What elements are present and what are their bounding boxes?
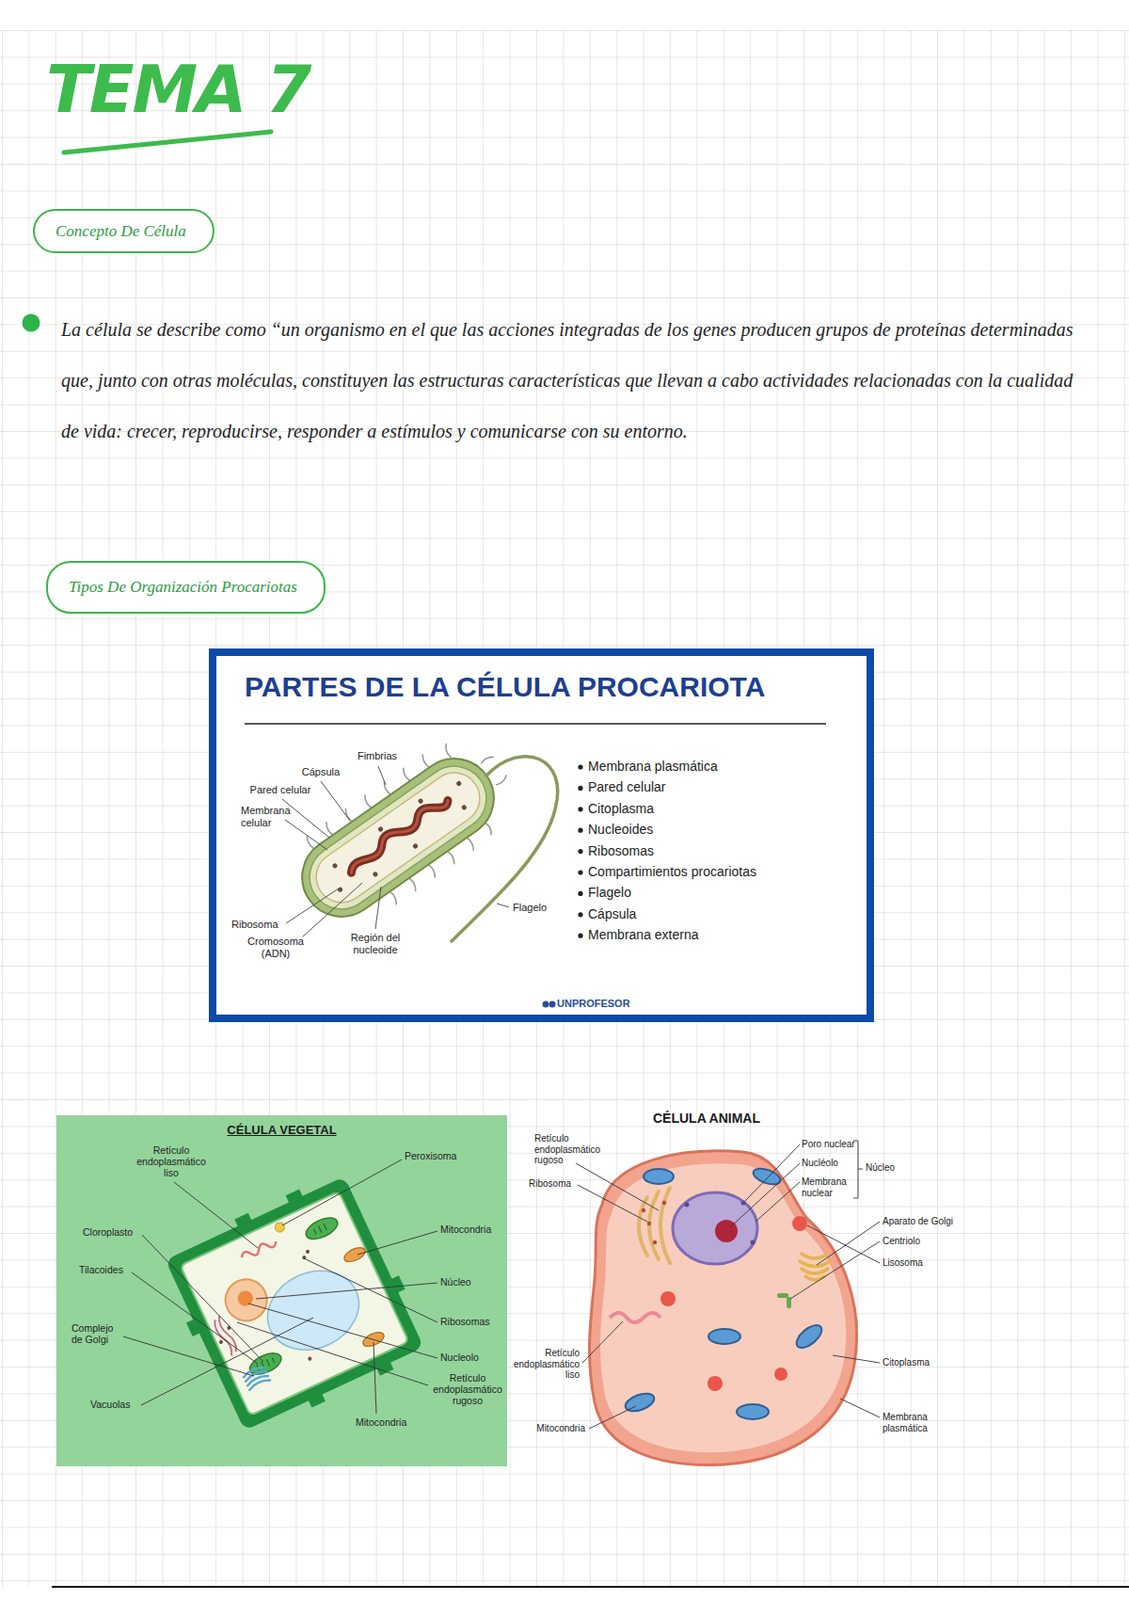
heading-text: Concepto De Célula (55, 222, 187, 241)
watermark: UNPROFESOR (556, 997, 642, 1010)
part-label: Retículo endoplasmático rugoso (430, 1371, 505, 1406)
part-label: Citoplasma (882, 1356, 958, 1368)
part-label: Vacuolas (90, 1398, 147, 1410)
part-label: Flagelo (512, 901, 557, 914)
part-label: Ribosoma (528, 1177, 581, 1190)
panel-title: CÉLULA VEGETAL (65, 1122, 498, 1137)
figure-panel: PARTES DE LA CÉLULA PROCARIOTA (208, 648, 875, 1022)
part-label: Mitocondria (355, 1415, 422, 1428)
part-label: Pared celular (246, 783, 315, 796)
part-label: Retículo endoplasmático liso (508, 1347, 580, 1381)
page-rule (51, 1585, 1129, 1588)
part-label: Ribosomas (440, 1315, 503, 1327)
list-item: Compartimientos procariotas (588, 863, 843, 879)
list-item: Nucleoides (588, 821, 843, 837)
part-label: Fimbrias (355, 749, 399, 763)
bullet-dot (22, 314, 41, 333)
animal-cell-drawing (589, 1150, 858, 1465)
part-label: Mitocondria (524, 1422, 586, 1434)
part-label: Complejo de Golgi (71, 1321, 127, 1345)
list-item: Flagelo (588, 884, 843, 900)
grid-paper (0, 30, 1129, 1587)
list-bullets (577, 763, 583, 938)
part-label: Ribosoma (231, 918, 285, 931)
part-label: Lisosoma (882, 1256, 958, 1269)
part-label: Retículo endoplasmático liso (131, 1144, 211, 1178)
part-label: Membrana plasmática (882, 1411, 939, 1433)
bacterium-drawing (278, 722, 558, 944)
figure-heading: CÉLULA ANIMAL (565, 1110, 848, 1133)
part-label: Núcleo (865, 1161, 913, 1174)
part-label: Nucléolo (801, 1157, 859, 1169)
list-item: Membrana plasmática (588, 758, 843, 774)
part-label: Mitocondria (440, 1223, 505, 1235)
leader-lines (123, 1159, 438, 1414)
part-label: Poro nuclear (801, 1138, 859, 1150)
panel-title: CÉLULA ANIMAL (565, 1110, 848, 1126)
page-title: TEMA 7 (46, 56, 310, 123)
part-label: Retículo endoplasmático rugoso (534, 1132, 605, 1166)
list-item: Cápsula (588, 906, 843, 922)
list-item: Citoplasma (588, 800, 843, 816)
paragraph: La célula se describe como “un organismo… (61, 303, 1092, 457)
list-item: Pared celular (588, 779, 843, 795)
part-label: Nucleolo (440, 1351, 497, 1363)
part-label: Cloroplasto (82, 1225, 149, 1238)
watermark-icon (542, 1001, 557, 1008)
part-label: Peroxisoma (404, 1149, 477, 1161)
part-label: Membrana celular (240, 804, 294, 828)
part-label: Cromosoma (ADN) (246, 935, 305, 959)
title-rule (244, 722, 827, 725)
title-underline (63, 131, 271, 153)
part-label: Cápsula (299, 765, 343, 779)
panel-title: PARTES DE LA CÉLULA PROCARIOTA (244, 670, 848, 704)
list-item: Ribosomas (588, 842, 843, 859)
heading-text: Tipos De Organización Procariotas (68, 577, 298, 597)
part-label: Membrana nuclear (801, 1176, 851, 1198)
part-label: Región del nucleoide (342, 931, 409, 955)
list-item: Membrana externa (588, 926, 843, 942)
part-label: Núcleo (440, 1275, 497, 1288)
section-heading: Tipos De Organización Procariotas (46, 560, 326, 614)
part-label: Tilacoides (79, 1263, 138, 1275)
part-label: Aparato de Golgi (882, 1215, 986, 1227)
plant-cell-drawing (155, 1165, 434, 1440)
section-heading: Concepto De Célula (32, 208, 215, 254)
leader-lines (282, 765, 509, 937)
leader-lines (575, 1140, 880, 1429)
part-label: Centriolo (882, 1235, 958, 1247)
